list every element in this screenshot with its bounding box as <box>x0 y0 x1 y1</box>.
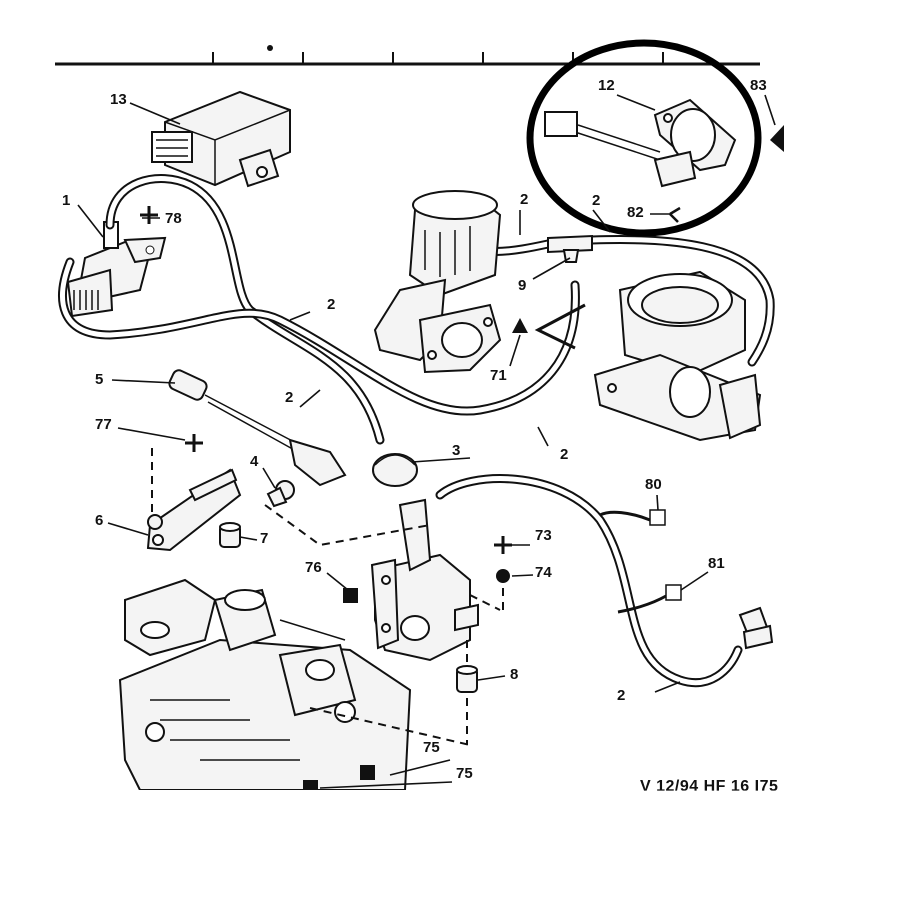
part-12-position-sensor <box>544 98 737 188</box>
callout-77: 77 <box>95 416 112 433</box>
callout-71: 71 <box>490 367 507 384</box>
part-1-sensor <box>66 221 167 318</box>
callout-1: 1 <box>62 192 71 209</box>
part-8-bush <box>456 665 478 693</box>
callout-80: 80 <box>645 476 662 493</box>
callout-2: 2 <box>285 389 294 406</box>
part-3-filter <box>372 453 418 487</box>
callout-74: 74 <box>535 564 552 581</box>
vacuum-hoses <box>58 174 775 688</box>
egr-valve <box>373 190 502 374</box>
injection-pump <box>118 578 412 791</box>
callout-75: 75 <box>456 765 473 782</box>
callout-76: 76 <box>305 559 322 576</box>
callout-73: 73 <box>535 527 552 544</box>
part-6-bracket <box>146 468 242 552</box>
callout-2: 2 <box>520 191 529 208</box>
callout-2: 2 <box>327 296 336 313</box>
callout-12: 12 <box>598 77 615 94</box>
callout-2: 2 <box>592 192 601 209</box>
highlight-circle <box>526 39 762 237</box>
callout-8: 8 <box>510 666 519 683</box>
callout-2: 2 <box>560 446 569 463</box>
callout-2: 2 <box>617 687 626 704</box>
callout-4: 4 <box>250 453 259 470</box>
hose-fitting-right <box>738 606 774 650</box>
callout-13: 13 <box>110 91 127 108</box>
callout-82: 82 <box>627 204 644 221</box>
reference-code: V 12/94 HF 16 I75 <box>640 778 779 795</box>
frame-top-rule <box>55 45 760 66</box>
vacuum-actuator <box>370 498 479 662</box>
callout-81: 81 <box>708 555 725 572</box>
callout-5: 5 <box>95 371 104 388</box>
callout-9: 9 <box>518 277 527 294</box>
callout-6: 6 <box>95 512 104 529</box>
callout-7: 7 <box>260 530 269 547</box>
callout-3: 3 <box>452 442 461 459</box>
leader-lines <box>77 94 776 789</box>
dashed-assembly-lines <box>151 448 504 746</box>
part-9-t-connector <box>547 234 593 263</box>
callout-83: 83 <box>750 77 767 94</box>
part-7-spacer <box>219 522 241 548</box>
part-5-cable-sensor <box>168 369 347 508</box>
callout-78: 78 <box>165 210 182 227</box>
part-13-control-module <box>151 90 291 188</box>
callout-75: 75 <box>423 739 440 756</box>
throttle-body <box>593 270 762 442</box>
